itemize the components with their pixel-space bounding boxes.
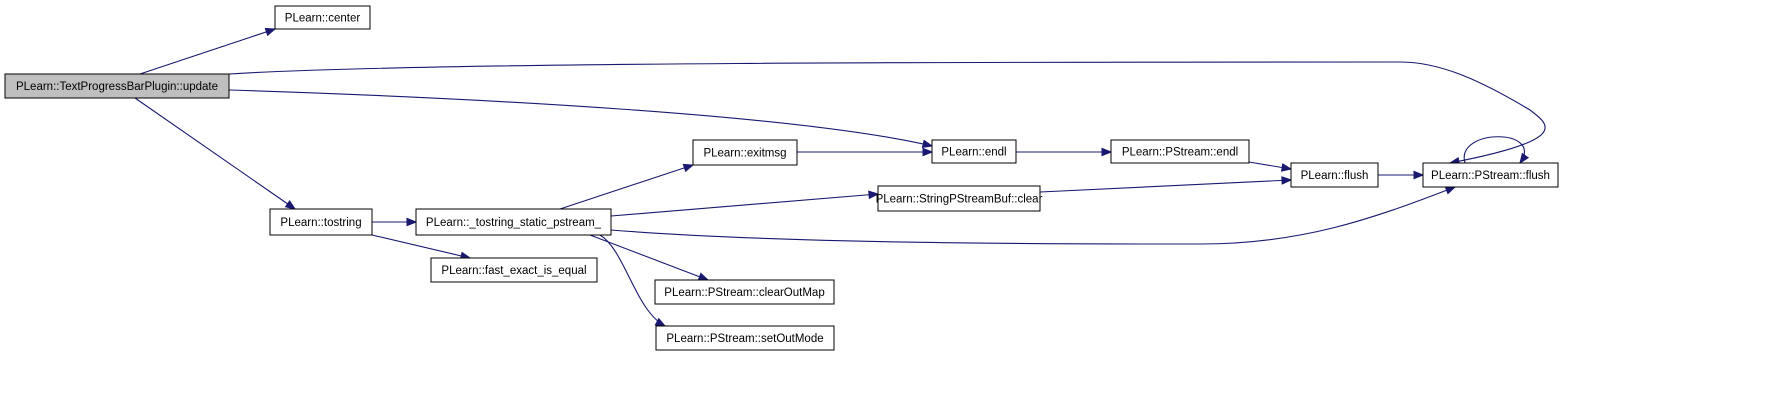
- node-label: PLearn::tostring: [280, 217, 361, 229]
- node-box: [269, 208, 373, 236]
- node-label: PLearn::PStream::setOutMode: [666, 333, 823, 345]
- node-box: [877, 185, 1041, 212]
- node-tostring-static[interactable]: PLearn::_tostring_static_pstream_: [415, 208, 612, 236]
- node-sp-clear[interactable]: PLearn::StringPStreamBuf::clear: [876, 185, 1043, 212]
- node-clearOutMap[interactable]: PLearn::PStream::clearOutMap: [654, 279, 835, 305]
- edge-update-to-endl: [228, 89, 934, 149]
- edge-tostring_static-to-sp_clear: [610, 190, 880, 217]
- arrowhead: [654, 317, 667, 327]
- edge-pstream_flush-to-pstream_flush: [1463, 136, 1530, 165]
- node-box: [430, 257, 598, 283]
- arrowhead: [868, 190, 880, 200]
- node-label: PLearn::center: [285, 13, 361, 25]
- edge-update-to-pstream_flush: [228, 61, 1546, 166]
- edge-line: [559, 164, 694, 210]
- node-setOutMode[interactable]: PLearn::PStream::setOutMode: [655, 325, 835, 351]
- edge-update-to-center: [139, 27, 277, 75]
- edge-line: [599, 234, 666, 327]
- edge-line: [228, 61, 1546, 164]
- node-box: [1290, 162, 1379, 188]
- edge-line: [610, 186, 1456, 245]
- edge-endl-to-pstream_endl: [1016, 147, 1113, 157]
- edge-line: [610, 193, 879, 217]
- node-box: [692, 139, 798, 166]
- node-pstream-flush[interactable]: PLearn::PStream::flush: [1422, 162, 1559, 188]
- nodes-layer: PLearn::TextProgressBarPlugin::updatePLe…: [4, 5, 1559, 351]
- node-tostring[interactable]: PLearn::tostring: [269, 208, 373, 236]
- edge-line: [228, 89, 933, 147]
- edge-line: [134, 97, 296, 210]
- node-label: PLearn::TextProgressBarPlugin::update: [16, 81, 218, 93]
- edge-sp_clear-to-flush: [1039, 176, 1293, 193]
- arrowhead: [1519, 152, 1530, 165]
- node-label: PLearn::PStream::clearOutMap: [664, 287, 824, 299]
- edge-tostring_static-to-exitmsg: [559, 163, 695, 210]
- edge-line: [371, 234, 471, 259]
- node-box: [274, 5, 371, 30]
- arrowhead: [697, 272, 710, 281]
- node-endl[interactable]: PLearn::endl: [931, 139, 1017, 164]
- node-label: PLearn::endl: [941, 147, 1006, 159]
- node-fast-exact[interactable]: PLearn::fast_exact_is_equal: [430, 257, 598, 283]
- arrowhead: [682, 163, 695, 173]
- node-label: PLearn::_tostring_static_pstream_: [426, 217, 602, 229]
- edge-pstream_endl-to-flush: [1248, 161, 1293, 172]
- edge-line: [1463, 136, 1525, 164]
- arrowhead: [922, 147, 934, 157]
- arrowhead: [1444, 186, 1457, 195]
- arrowhead: [1281, 176, 1293, 185]
- edge-tostring-to-fast_exact: [371, 234, 472, 261]
- node-box: [415, 208, 612, 236]
- node-box: [1422, 162, 1559, 188]
- edge-tostring_static-to-setOutMode: [599, 234, 667, 327]
- node-label: PLearn::exitmsg: [703, 148, 786, 160]
- node-center[interactable]: PLearn::center: [274, 5, 371, 30]
- node-box: [931, 139, 1017, 164]
- arrowhead: [1413, 170, 1425, 180]
- node-pstream-endl[interactable]: PLearn::PStream::endl: [1110, 139, 1250, 164]
- node-box: [655, 325, 835, 351]
- node-box: [654, 279, 835, 305]
- node-label: PLearn::PStream::flush: [1431, 170, 1550, 182]
- arrowhead: [921, 139, 934, 149]
- arrowhead: [1101, 147, 1113, 157]
- edge-tostring-to-tostring_static: [372, 217, 418, 227]
- edge-flush-to-pstream_flush: [1378, 170, 1425, 180]
- arrowhead: [264, 27, 277, 37]
- node-box: [4, 73, 230, 99]
- node-flush[interactable]: PLearn::flush: [1290, 162, 1379, 188]
- node-label: PLearn::fast_exact_is_equal: [441, 265, 586, 277]
- arrowhead: [1280, 163, 1293, 172]
- node-update[interactable]: PLearn::TextProgressBarPlugin::update: [4, 73, 230, 99]
- arrowhead: [284, 200, 297, 210]
- node-label: PLearn::PStream::endl: [1122, 147, 1238, 159]
- edge-exitmsg-to-endl: [797, 147, 934, 157]
- edge-update-to-tostring: [134, 97, 297, 210]
- node-box: [1110, 139, 1250, 164]
- edge-line: [1039, 179, 1292, 193]
- edge-line: [589, 234, 709, 281]
- node-exitmsg[interactable]: PLearn::exitmsg: [692, 139, 798, 166]
- arrowhead: [406, 217, 418, 227]
- node-label: PLearn::flush: [1301, 170, 1369, 182]
- edge-line: [139, 28, 276, 75]
- node-label: PLearn::StringPStreamBuf::clear: [876, 194, 1043, 206]
